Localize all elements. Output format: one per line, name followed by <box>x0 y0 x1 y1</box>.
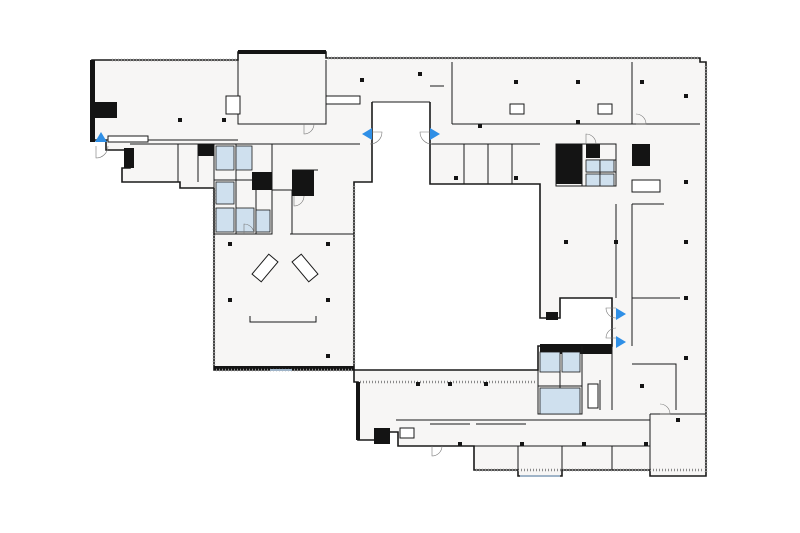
restroom-east-1 <box>585 159 601 173</box>
courtyard-corner-block <box>540 344 612 354</box>
entrance-marker-north-right <box>430 128 440 140</box>
shaft-east-1 <box>556 144 582 184</box>
partition-east-lobby <box>599 346 706 470</box>
shaft-nw-2 <box>252 172 272 190</box>
exterior-wall-north-west <box>91 51 707 477</box>
courtyard-notch <box>546 312 558 320</box>
restroom-nw-3 <box>215 181 235 205</box>
desk-south <box>399 427 415 439</box>
partition-east-corridor <box>615 203 680 410</box>
entrance-marker-west <box>95 132 107 142</box>
west-wall-thick <box>90 60 95 142</box>
structural-columns <box>178 72 688 446</box>
shaft-east-2 <box>632 144 650 166</box>
restroom-nw-1 <box>215 145 235 171</box>
restroom-nw-6 <box>255 209 271 233</box>
restroom-se-1 <box>539 351 561 373</box>
center-block-top <box>238 50 326 54</box>
table-left <box>251 253 279 283</box>
restroom-east-3 <box>585 173 601 187</box>
partition-north-rooms <box>430 62 700 184</box>
south-step-block <box>374 428 390 444</box>
desk-east <box>631 179 661 193</box>
south-wall-thick <box>214 366 354 370</box>
entrance-marker-north-left <box>362 128 372 140</box>
shaft-center <box>292 170 314 196</box>
desk-north-1 <box>509 103 525 115</box>
table-right <box>291 253 319 283</box>
shaft-east-3 <box>586 144 600 158</box>
bench-nw <box>107 135 149 143</box>
desk-north-lounge <box>225 95 241 115</box>
entrance-marker-east-upper <box>616 308 626 320</box>
south-east-wall-thick <box>356 382 360 440</box>
partition-wet-core <box>213 144 354 235</box>
restroom-nw-4 <box>215 207 235 233</box>
partition-center-block <box>237 60 327 125</box>
bench-north <box>325 95 361 105</box>
restroom-nw-2 <box>235 145 253 171</box>
partition-south-rooms <box>396 419 651 470</box>
door-swings <box>95 113 671 457</box>
restroom-east-2 <box>599 159 615 173</box>
west-core-block <box>95 102 117 118</box>
entrance-marker-east-lower <box>616 336 626 348</box>
counter-wing <box>249 316 317 323</box>
restroom-se-2 <box>561 351 581 373</box>
desk-se <box>587 383 599 409</box>
restroom-se-3 <box>539 387 581 415</box>
west-step-block <box>124 148 134 168</box>
restroom-nw-5 <box>235 207 255 233</box>
shaft-nw-1 <box>198 144 214 156</box>
desk-north-2 <box>597 103 613 115</box>
restroom-east-4 <box>599 173 615 187</box>
floor-area <box>92 52 706 476</box>
